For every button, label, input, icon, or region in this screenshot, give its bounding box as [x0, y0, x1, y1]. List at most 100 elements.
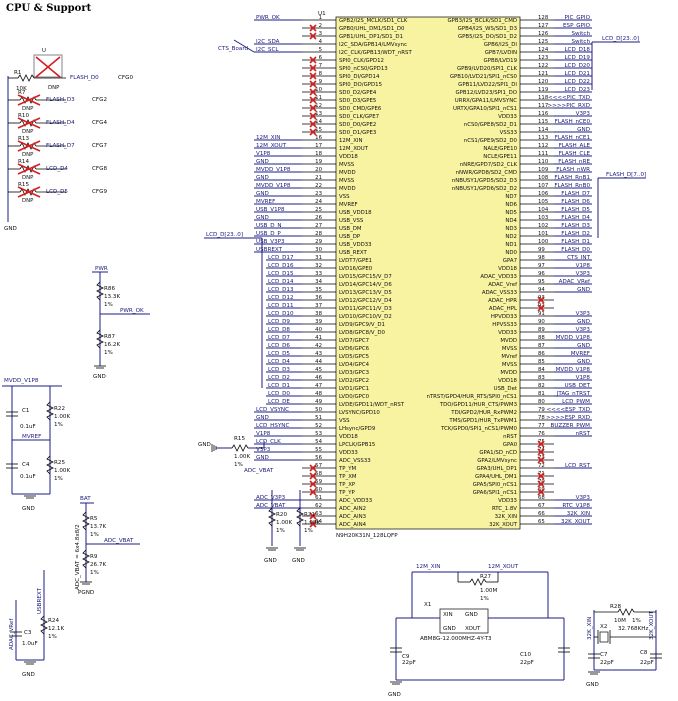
pin-name: TP_YP	[338, 490, 356, 496]
pin-number: 90	[538, 319, 545, 325]
net-label: GND	[256, 159, 269, 165]
svg-text:C4: C4	[22, 462, 30, 468]
pin-name: MVREF	[339, 202, 358, 208]
net-label: USB_D_N	[256, 223, 282, 229]
no-connect-mark	[537, 448, 545, 456]
no-connect-mark	[537, 480, 545, 488]
pin-number: 66	[538, 511, 545, 517]
svg-text:R20: R20	[276, 512, 287, 518]
svg-text:10M: 10M	[614, 618, 626, 624]
pin-name: nRST	[503, 434, 518, 440]
cfg-dnp: DNP	[22, 198, 34, 204]
no-connect-mark	[309, 120, 317, 128]
pin-number: 87	[538, 343, 545, 349]
svg-text:R27: R27	[480, 574, 491, 580]
pin-name: I2C_CLK/GPB13/WDT_nRST	[339, 50, 412, 56]
pin-number: 124	[538, 47, 549, 53]
pin-number: 52	[315, 423, 322, 429]
pin-number: 118	[538, 95, 549, 101]
pin-number: 65	[538, 519, 545, 525]
pin-number: 26	[315, 215, 322, 221]
pin-name: GPA4/UHL_DM1	[475, 474, 517, 480]
pin-number: 17	[315, 143, 322, 149]
cfg-label: CFG8	[92, 166, 107, 172]
net-label: GND	[577, 127, 590, 133]
pin-number: 43	[315, 351, 322, 357]
net-label: V1P8	[256, 151, 271, 157]
cfg-net-label: FLASH_D4	[46, 120, 75, 126]
svg-text:C7: C7	[600, 652, 608, 658]
pin-number: 96	[538, 271, 545, 277]
pin-number: 97	[538, 263, 545, 269]
pin-name: ADAC_VDD33	[480, 274, 517, 280]
net-label: FLASH_nWR	[556, 167, 590, 173]
pin-name: ND0	[505, 250, 517, 256]
pin-name: ADC_AIN3	[339, 514, 366, 520]
net-label: GND	[577, 359, 590, 365]
net-label: V3P3	[576, 311, 591, 317]
net-label: FLASH_D7	[561, 191, 590, 197]
pin-name: SPI0_DI/GPD14	[339, 74, 380, 80]
pin-number: 28	[315, 231, 322, 237]
cfg-gnd: GND	[4, 226, 17, 232]
cfg-net-label: FLASH_D3	[46, 97, 75, 103]
net-label: LCD_D15	[268, 271, 294, 277]
pin-number: 24	[315, 199, 322, 205]
pin-name: LVSYNC/GPD10	[339, 410, 380, 416]
pin-number: 74	[538, 447, 545, 453]
net-label: LCD_D8	[268, 327, 290, 333]
pin-name: LVD6/GPC6	[339, 346, 370, 352]
net-label: LCD_D16	[268, 263, 294, 269]
pin-name: GPB10/LVD21/SPI1_nCS0	[450, 74, 518, 80]
pin-name: I2C_SDA/GPB14/LMVsync	[339, 42, 407, 48]
net-label: FLASH_D5	[561, 207, 590, 213]
pin-number: 105	[538, 199, 548, 205]
bat-divider: BAT R5 13.7K 1% ADC_VBAT R9 26.7K 1% ADC…	[75, 496, 140, 596]
svg-text:ADC_VBAT: ADC_VBAT	[104, 538, 134, 544]
pin-number: 115	[538, 119, 548, 125]
pin-name: LVD0/GPC0	[339, 394, 370, 400]
ic-body	[335, 16, 521, 530]
pin-name: VSS	[339, 194, 350, 200]
pin-name: ADAC_VSS33	[482, 290, 517, 296]
pin-name: ADC_AIN4	[339, 522, 367, 528]
pin-name: TMS/GPD1/HUR_TxPWM1	[448, 418, 517, 424]
net-label: USB_V3P3	[256, 239, 285, 245]
pin-number: 127	[538, 23, 548, 29]
cfg-resistor-ref: R14	[18, 159, 29, 165]
pin-number: 29	[315, 239, 322, 245]
pin-number: 16	[315, 135, 322, 141]
net-label: LCD_HSYNC	[256, 423, 289, 429]
no-connect-mark	[309, 472, 317, 480]
pin-number: 106	[538, 191, 549, 197]
svg-text:32K_XOUT: 32K_XOUT	[649, 610, 655, 640]
net-label: ADC_V3P3	[256, 495, 286, 501]
svg-text:R24: R24	[48, 618, 59, 624]
pin-number: 79	[538, 407, 545, 413]
svg-text:R15: R15	[234, 436, 245, 442]
svg-text:ABM8G-12.000MHZ-4Y-T3: ABM8G-12.000MHZ-4Y-T3	[420, 636, 492, 642]
svg-text:32K_XIN: 32K_XIN	[587, 617, 593, 640]
net-label: V3P3	[576, 271, 591, 277]
net-label: FLASH_CLE	[559, 151, 591, 157]
pin-name: SPI0_DO/GPD15	[339, 82, 382, 88]
pin-name: MVSS	[339, 178, 355, 184]
svg-text:1.00K: 1.00K	[54, 414, 70, 420]
pin-name: ADAC_HPL	[489, 306, 517, 312]
pin-number: 117	[538, 103, 548, 109]
pin-name: SPI0_CLK/GPD12	[339, 58, 384, 64]
pin-name: nCS0/GPE8/SD2_D1	[464, 122, 517, 128]
pin-number: 36	[315, 295, 322, 301]
svg-text:0.1uF: 0.1uF	[20, 424, 36, 430]
pin-number: 14	[315, 119, 322, 125]
svg-text:U: U	[42, 48, 46, 54]
net-label: nRST	[576, 431, 591, 437]
svg-text:1%: 1%	[54, 476, 63, 482]
pin-number: 38	[315, 311, 322, 317]
svg-text:DNP: DNP	[48, 85, 60, 91]
svg-text:R25: R25	[54, 460, 65, 466]
pin-name: ADC_VSS33	[339, 458, 371, 464]
pin-number: 93	[538, 295, 545, 301]
pin-name: VDD33	[498, 330, 517, 336]
